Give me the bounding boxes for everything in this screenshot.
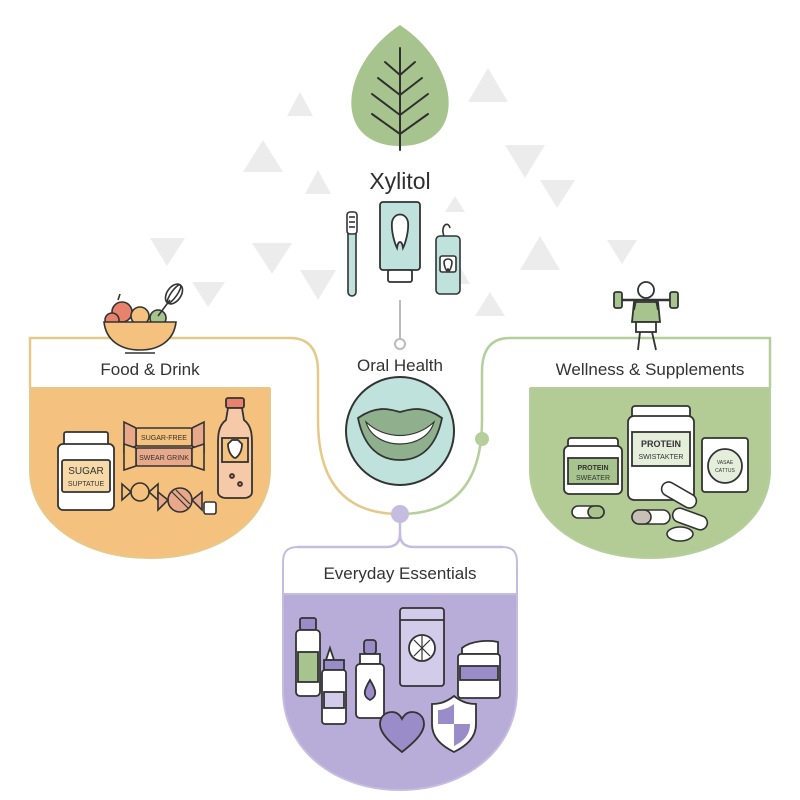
toothpaste-icon <box>379 201 421 283</box>
protein-small-tub-label: PROTEIN <box>577 465 608 472</box>
cream-jar-icon <box>457 640 501 699</box>
protein-tub-icon <box>563 405 695 501</box>
category-label-everyday-essentials: Everyday Essentials <box>323 564 477 583</box>
protein-tub-label: PROTEIN <box>641 439 681 449</box>
wipes-packet-icon <box>399 607 445 687</box>
fruit-bowl-icon <box>103 293 177 354</box>
sugar-jar-sublabel: SUPTATUE <box>68 481 105 488</box>
capsule-icon <box>571 481 709 542</box>
connector-node-everyday <box>391 505 409 523</box>
connector-node-wellness <box>475 432 489 446</box>
floss-icon <box>435 223 461 295</box>
mouthwash-bottle-icon <box>295 617 321 697</box>
drink-bottle-icon <box>217 397 253 499</box>
toothbrush-icon <box>346 211 358 297</box>
page-title: Xylitol <box>369 168 431 194</box>
panel-food-and-drink <box>29 387 271 560</box>
shield-icon <box>431 694 477 754</box>
wrapped-candy-icon <box>121 482 217 515</box>
connector-lines <box>28 300 772 549</box>
smile-icon <box>345 376 455 486</box>
weightlifter-icon <box>613 281 679 351</box>
sachet-sublabel: CATTUS <box>715 468 735 474</box>
candy-bar-label: SUGAR-FREE <box>141 435 187 442</box>
sachet-label: VASAE <box>717 460 734 466</box>
whisk-icon <box>157 283 184 317</box>
protein-small-tub-sublabel: SWEATER <box>576 475 610 482</box>
candy-bar-sublabel: SWEAR GRINK <box>139 455 189 462</box>
category-label-wellness-and-supplements: Wellness & Supplements <box>555 360 745 379</box>
heart-icon <box>379 711 425 754</box>
nasal-spray-icon <box>321 645 347 725</box>
sugar-jar-icon <box>57 431 115 511</box>
category-label-food-and-drink: Food & Drink <box>100 360 200 379</box>
candy-bar-icon <box>123 420 205 472</box>
hub-label-oral-health: Oral Health <box>357 356 443 375</box>
leaf-icon <box>351 25 449 151</box>
sugar-jar-label: SUGAR <box>68 466 104 477</box>
dropper-bottle-icon <box>355 639 385 719</box>
protein-tub-sublabel: SWISTAKTER <box>639 454 684 461</box>
supplement-sachet-icon <box>701 437 749 493</box>
connector-node-oral <box>394 338 406 350</box>
